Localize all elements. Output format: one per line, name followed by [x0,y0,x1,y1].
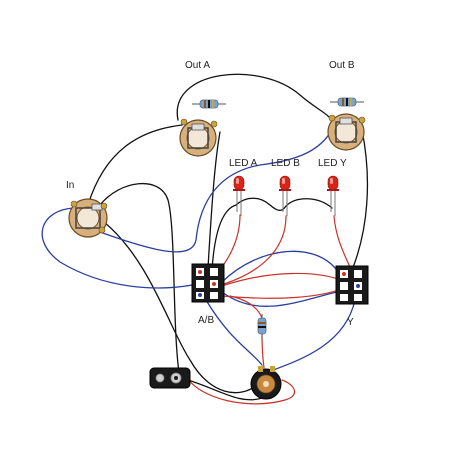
wire-black-outa-outb [176,73,331,121]
jack-out-a [179,118,218,157]
label-led-a: LED A [229,158,258,169]
wire-black-battery [187,379,263,401]
label-out-b: Out B [329,60,355,71]
wire-red-resistor-top [229,295,263,319]
resistor-out-b [330,97,364,107]
label-switch-y: Y [347,317,354,328]
led-y [327,175,339,216]
wire-red-battery-dc [185,375,295,405]
wire-black-in-loop [99,183,181,381]
battery-snap [149,367,191,389]
wire-red-ab-y [221,272,346,287]
wire-black-outa-in [87,124,183,206]
wire-red-ledb [223,215,287,285]
led-b [279,175,291,216]
wire-blue-ab-down [205,299,263,366]
wire-blue-outb-in [99,129,333,253]
wire-black-in-dcjack [103,221,259,394]
wire-black-outa-led [207,131,221,269]
wire-red-ab-y-2 [221,284,353,299]
wire-blue-ab-y [221,250,341,283]
jack-in [68,198,108,238]
wire-black-outb-y [351,129,369,271]
wire-blue-ab-y-low [221,289,346,307]
wire-red-ledy [333,215,353,273]
resistor-out-a [192,99,226,109]
wire-black-led-bus-drop [211,204,237,271]
switch-ab [191,263,225,303]
label-out-a: Out A [185,60,211,71]
label-led-b: LED B [271,158,300,169]
jack-out-b [327,113,366,151]
label-switch-ab: A/B [198,315,215,326]
label-in: In [66,180,75,191]
wire-black-led-bus [235,197,333,212]
label-led-y: LED Y [318,158,347,169]
led-a [233,175,245,216]
wire-blue-in-sweep [41,207,206,289]
dc-power-jack [250,366,282,400]
resistor-vertical [257,314,267,340]
switch-y [335,265,369,305]
wire-blue-y-dcjack [267,299,356,373]
